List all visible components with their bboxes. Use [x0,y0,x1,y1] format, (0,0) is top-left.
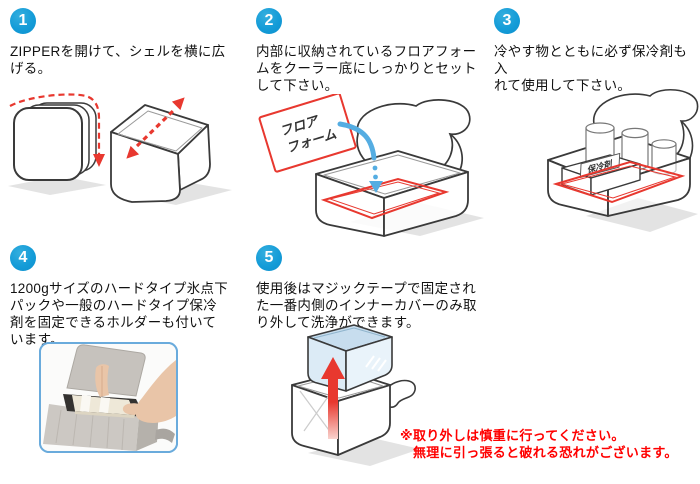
folded-shell [13,102,97,181]
step-3-illustration-ice-pack: 保冷剤 [547,89,699,232]
hand-right [135,360,176,423]
zipper-open-arrow [9,93,105,167]
step-5-caption: 使用後はマジックテープで固定され た一番内側のインナーカバーのみ取 り外して洗浄… [256,281,477,330]
warning-line-1: ※取り外しは慎重に行ってください。 [400,428,625,443]
bag-strap [155,428,175,443]
holder-strap [80,395,91,412]
step-2-caption: 内部に収納されているフロアフォー ムをクーラー底にしっかりとセット して下さい。 [256,44,477,93]
step-5-illustration-inner-cover [291,324,420,466]
step-4-number-badge: 4 [10,245,36,271]
shadow [308,437,420,466]
ice-pack-label: 保冷剤 [579,152,621,179]
step-1-number-badge: 1 [10,8,36,34]
step-3: 3 冷やす物とともに必ず保冷剤も入 れて使用して下さい。 [494,8,700,240]
step-1-caption: ZIPPERを開けて、シェルを横に広 げる。 [10,44,226,76]
photo-content [41,344,176,451]
floor-target-outline [552,160,686,204]
step-1-illustration-unfold-cooler [8,93,232,205]
expanded-shell [110,104,211,203]
step-4: 4 1200gサイズのハードタイプ氷点下 パックや一般のハードタイプ保冷 剤を固… [10,245,252,483]
step-2-number-badge: 2 [256,8,282,34]
warning-line-2: 無理に引っ張ると破れる恐れがございます。 [413,444,678,460]
step-2-illustration-floor-foam: フロア フォーム [258,94,484,237]
step-4-caption: 1200gサイズのハードタイプ氷点下 パックや一般のハードタイプ保冷 剤を固定で… [10,281,229,347]
step-4-photo-holder-strap [39,342,178,453]
cover-sheen [365,355,387,372]
lift-up-arrow [321,357,345,439]
holder-strap [99,397,110,413]
step-2: 2 内部に収納されているフロアフォー ムをクーラー底にしっかりとセット して下さ… [256,8,496,240]
step-3-number-badge: 3 [494,8,520,34]
insert-arrow [337,121,383,193]
floor-foam-label: フロア フォーム [258,94,357,173]
shadow [8,176,106,195]
step-5-number-badge: 5 [256,245,282,271]
step-1: 1 ZIPPERを開けて、シェルを横に広 げる。 [8,8,252,240]
step-3-caption: 冷やす物とともに必ず保冷剤も入 れて使用して下さい。 [494,44,688,93]
removal-warning: ※取り外しは慎重に行ってください。 無理に引っ張ると破れる恐れがございます。 [400,428,678,461]
step-5: 5 使用後はマジックテープで固定され た一番内側のインナーカバーのみ取 り外して… [256,245,500,483]
cooler-body [315,150,469,237]
